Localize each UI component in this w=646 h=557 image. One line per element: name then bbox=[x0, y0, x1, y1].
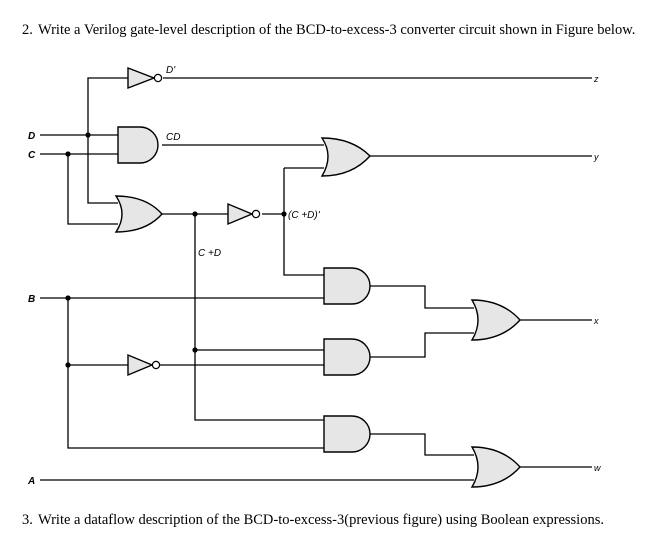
cd-label: CD bbox=[166, 132, 180, 143]
and-x2-gate bbox=[323, 338, 371, 376]
input-c-label: C bbox=[28, 150, 36, 161]
question-3-number: 3. bbox=[22, 512, 33, 528]
and-cd-gate bbox=[117, 126, 159, 164]
input-d-label: D bbox=[28, 131, 35, 142]
and-x1-gate bbox=[323, 267, 371, 305]
d-not-label: D' bbox=[166, 65, 176, 76]
c-plus-d-label: C +D bbox=[198, 248, 221, 259]
question-2-text: Write a Verilog gate-level description o… bbox=[38, 22, 636, 38]
c-plus-d-not-label: (C +D)' bbox=[288, 210, 321, 221]
output-z-label: z bbox=[593, 74, 599, 84]
question-3-text: Write a dataflow description of the BCD-… bbox=[38, 512, 604, 528]
output-x-label: x bbox=[593, 316, 599, 326]
inverter-c-plus-d-gate bbox=[227, 202, 261, 226]
or-y-gate bbox=[320, 137, 371, 177]
or-x-gate bbox=[470, 299, 521, 341]
or-w-gate bbox=[470, 446, 521, 488]
question-2: 2. Write a Verilog gate-level descriptio… bbox=[22, 22, 638, 38]
inverter-b-gate bbox=[127, 353, 161, 377]
junction-dots bbox=[65, 132, 287, 368]
question-2-number: 2. bbox=[22, 22, 33, 38]
output-w-label: w bbox=[594, 463, 601, 473]
question-3: 3. Write a dataflow description of the B… bbox=[22, 512, 638, 528]
input-a-label: A bbox=[27, 476, 35, 487]
and-w-gate bbox=[323, 415, 371, 453]
output-y-label: y bbox=[593, 152, 599, 162]
inverter-d-gate bbox=[127, 66, 163, 90]
input-b-label: B bbox=[28, 294, 35, 305]
or-c-plus-d-gate bbox=[114, 195, 163, 233]
